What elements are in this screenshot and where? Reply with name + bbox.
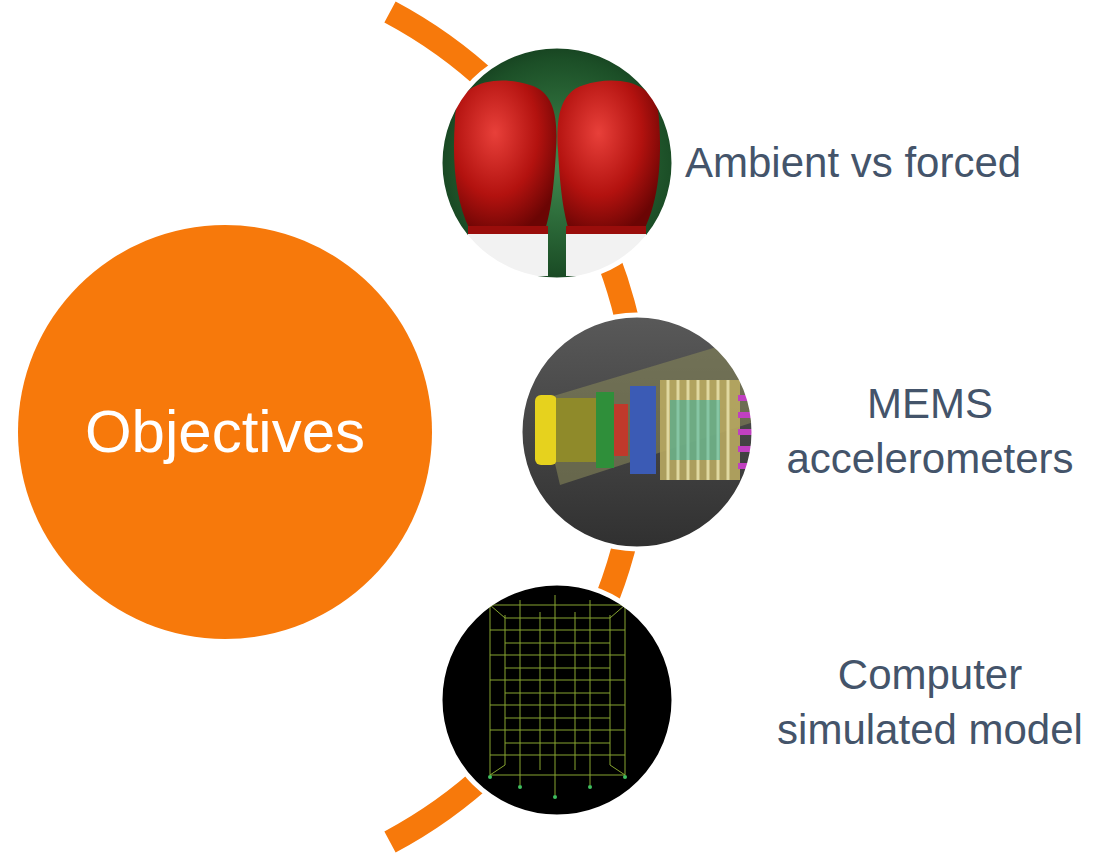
picture-circle: Ambient vs forced	[439, 45, 675, 281]
circle-border	[520, 315, 754, 549]
circle-border	[440, 583, 674, 817]
circle-border	[440, 46, 674, 280]
objective-label: Computer simulated model	[755, 648, 1105, 757]
picture-circle: MEMS accelerometers	[519, 314, 755, 550]
boxing-gloves-picture	[430, 40, 690, 290]
accelerometer-picture	[515, 310, 765, 560]
objectives-circle: Objectives	[18, 225, 432, 639]
wireframe-model-picture	[435, 580, 685, 825]
objective-label: MEMS accelerometers	[755, 377, 1105, 486]
objective-label: Ambient vs forced	[685, 136, 1105, 191]
node-title: Objectives	[85, 393, 365, 471]
picture-circle: Computer simulated model	[439, 585, 675, 821]
